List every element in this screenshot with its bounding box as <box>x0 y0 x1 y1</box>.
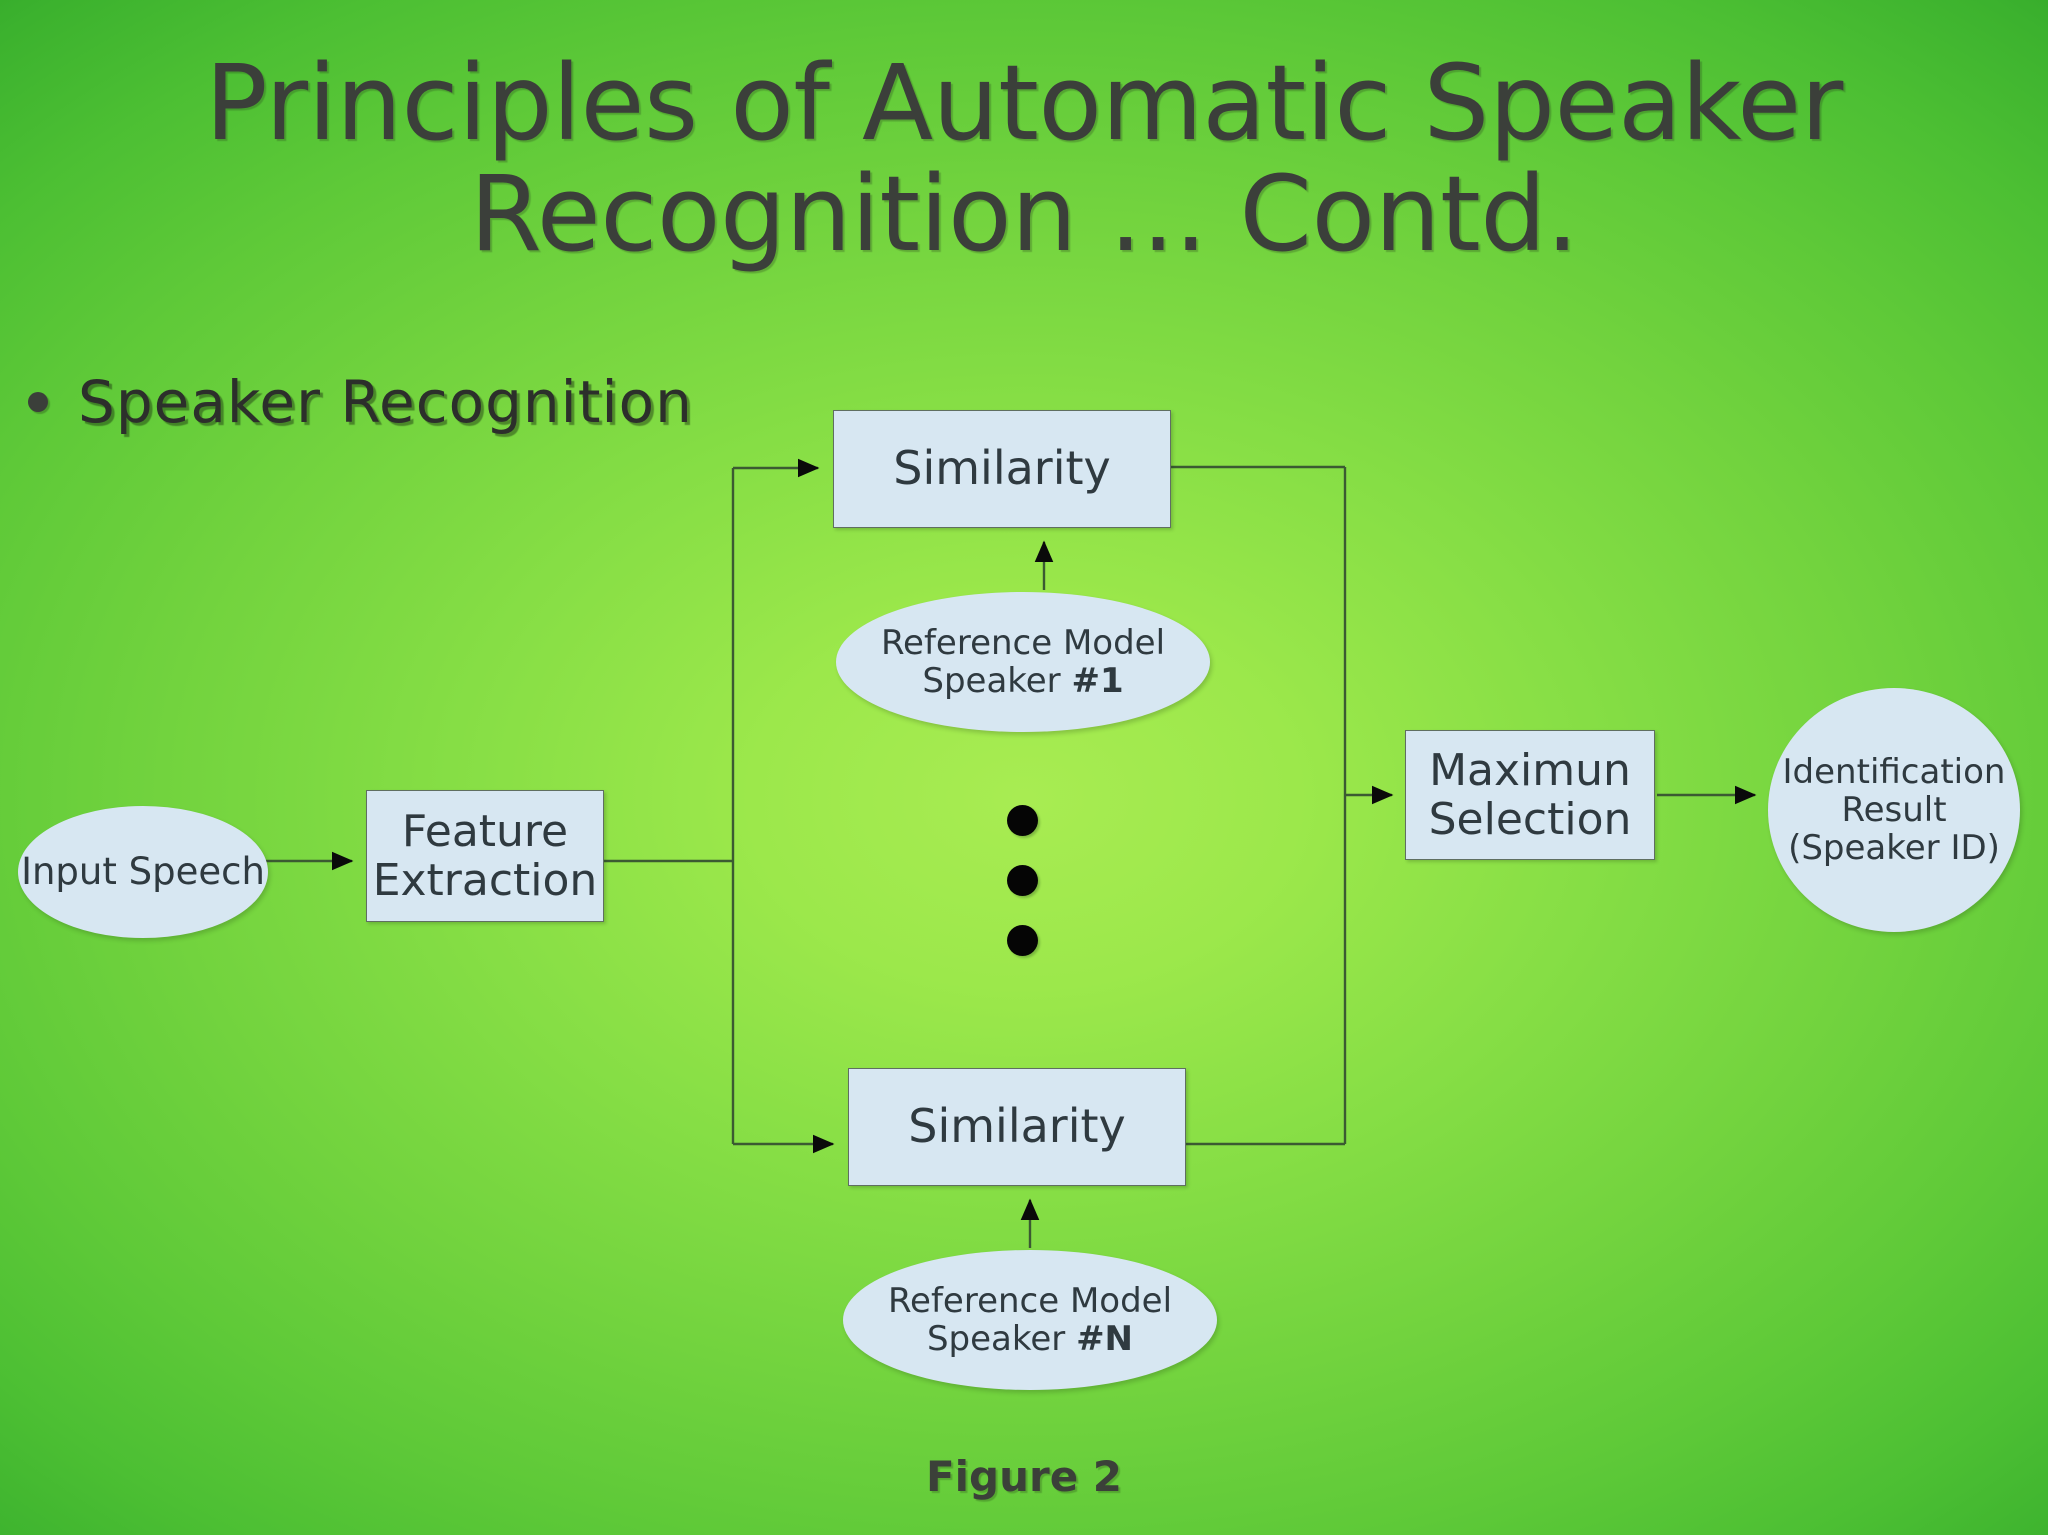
node-ref-model-1-line2-prefix: Speaker <box>922 661 1072 701</box>
node-maximum-selection-label: Maximun Selection <box>1429 746 1632 845</box>
node-ref-model-1-index: #1 <box>1071 661 1124 701</box>
node-reference-model-1-label: Reference Model Speaker #1 <box>881 624 1165 700</box>
node-similarity-bottom-label: Similarity <box>908 1099 1126 1154</box>
node-input-speech[interactable]: Input Speech <box>18 806 268 938</box>
node-ref-model-n-line2-prefix: Speaker <box>926 1319 1077 1359</box>
node-maximum-selection-line2: Selection <box>1428 794 1632 845</box>
node-feature-extraction-label: Feature Extraction <box>373 807 598 906</box>
node-identification-result[interactable]: Identification Result (Speaker ID) <box>1768 688 2020 932</box>
node-maximum-selection[interactable]: Maximun Selection <box>1405 730 1655 860</box>
node-identification-result-line1: Identification <box>1782 751 2006 792</box>
node-ref-model-n-line1: Reference Model <box>887 1280 1173 1321</box>
bullet-dot-icon <box>28 392 48 412</box>
ellipsis-dots <box>1007 805 1038 956</box>
node-similarity-bottom[interactable]: Similarity <box>848 1068 1186 1186</box>
page-title: Principles of Automatic Speaker Recognit… <box>205 42 1843 276</box>
node-ref-model-1-line1: Reference Model <box>880 622 1166 663</box>
node-identification-result-label: Identification Result (Speaker ID) <box>1783 753 2006 867</box>
node-reference-model-speaker-n[interactable]: Reference Model Speaker #N <box>843 1250 1217 1390</box>
node-identification-result-line3: (Speaker ID) <box>1788 828 2000 869</box>
node-feature-extraction-line1: Feature <box>401 805 569 857</box>
ellipsis-dot-3 <box>1007 925 1038 956</box>
node-maximum-selection-line1: Maximun <box>1429 744 1631 796</box>
node-reference-model-n-label: Reference Model Speaker #N <box>888 1282 1172 1358</box>
ellipsis-dot-1 <box>1007 805 1038 836</box>
node-input-speech-label: Input Speech <box>21 850 265 894</box>
node-reference-model-speaker-1[interactable]: Reference Model Speaker #1 <box>836 592 1210 732</box>
node-feature-extraction-line2: Extraction <box>372 855 598 906</box>
node-similarity-top[interactable]: Similarity <box>833 410 1171 528</box>
figure-caption: Figure 2 <box>925 1452 1123 1501</box>
node-identification-result-line2: Result <box>1841 789 1947 830</box>
node-feature-extraction[interactable]: Feature Extraction <box>366 790 604 922</box>
bullet-list-item: Speaker Recognition <box>14 368 693 436</box>
bullet-item-label: Speaker Recognition <box>78 368 693 436</box>
node-ref-model-n-index: #N <box>1076 1319 1134 1359</box>
node-similarity-top-label: Similarity <box>893 441 1111 496</box>
ellipsis-dot-2 <box>1007 865 1038 896</box>
